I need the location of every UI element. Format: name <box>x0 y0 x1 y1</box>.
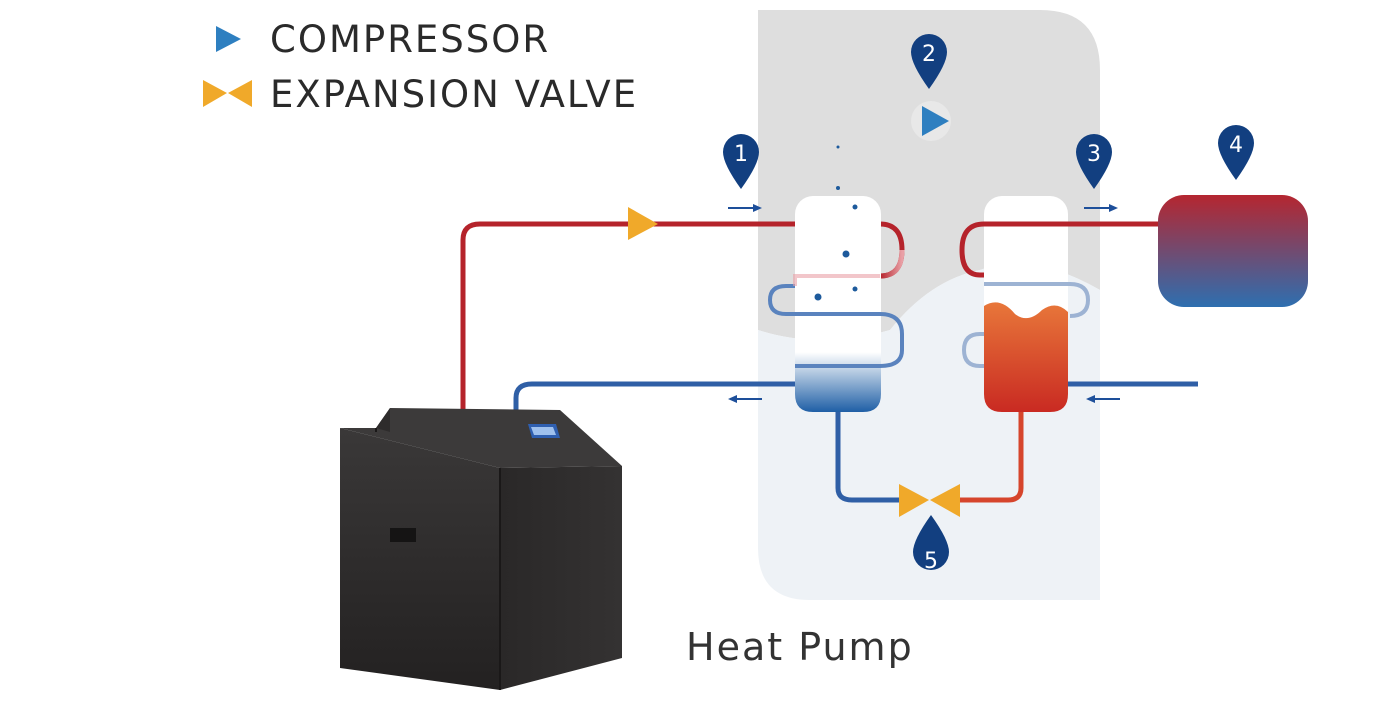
storage-tank <box>1158 195 1308 307</box>
marker-2: 2 <box>911 34 947 89</box>
svg-text:4: 4 <box>1229 133 1243 158</box>
marker-3: 3 <box>1076 134 1112 189</box>
expansion-valve <box>899 484 960 517</box>
supply-line-valve <box>628 207 658 240</box>
evaporator-liquid <box>795 303 881 412</box>
heat-pump-unit <box>340 408 622 690</box>
vapor-bubbles <box>814 145 858 301</box>
heat-pump-caption: Heat Pump <box>686 625 914 669</box>
marker-4: 4 <box>1218 125 1254 180</box>
evaporator-coil-upper <box>879 249 905 279</box>
compressor-legend-icon <box>216 26 241 52</box>
control-display <box>528 424 560 438</box>
marker-5: 5 <box>913 515 949 574</box>
flow-arrows <box>728 204 1120 403</box>
compressor <box>911 101 951 141</box>
cold-return-pipe <box>513 381 795 410</box>
evaporator-coil-back <box>793 274 880 286</box>
marker-1: 1 <box>723 134 759 189</box>
condenser-coils <box>961 282 1091 368</box>
condenser-coil-upper <box>959 221 1160 278</box>
svg-text:2: 2 <box>922 42 936 67</box>
svg-text:3: 3 <box>1087 142 1101 167</box>
cabinet-handle <box>390 528 416 542</box>
expansion-valve-legend-icon <box>203 80 252 107</box>
expansion-valve-legend-label: EXPANSION VALVE <box>270 73 638 116</box>
compressor-legend-label: COMPRESSOR <box>270 18 550 61</box>
condenser-liquid <box>984 302 1068 412</box>
evaporator-to-valve-pipe <box>835 412 905 503</box>
svg-text:1: 1 <box>734 142 748 167</box>
evaporator-coils <box>767 284 904 368</box>
svg-text:5: 5 <box>924 549 938 574</box>
condenser-to-valve-pipe <box>956 412 1024 503</box>
